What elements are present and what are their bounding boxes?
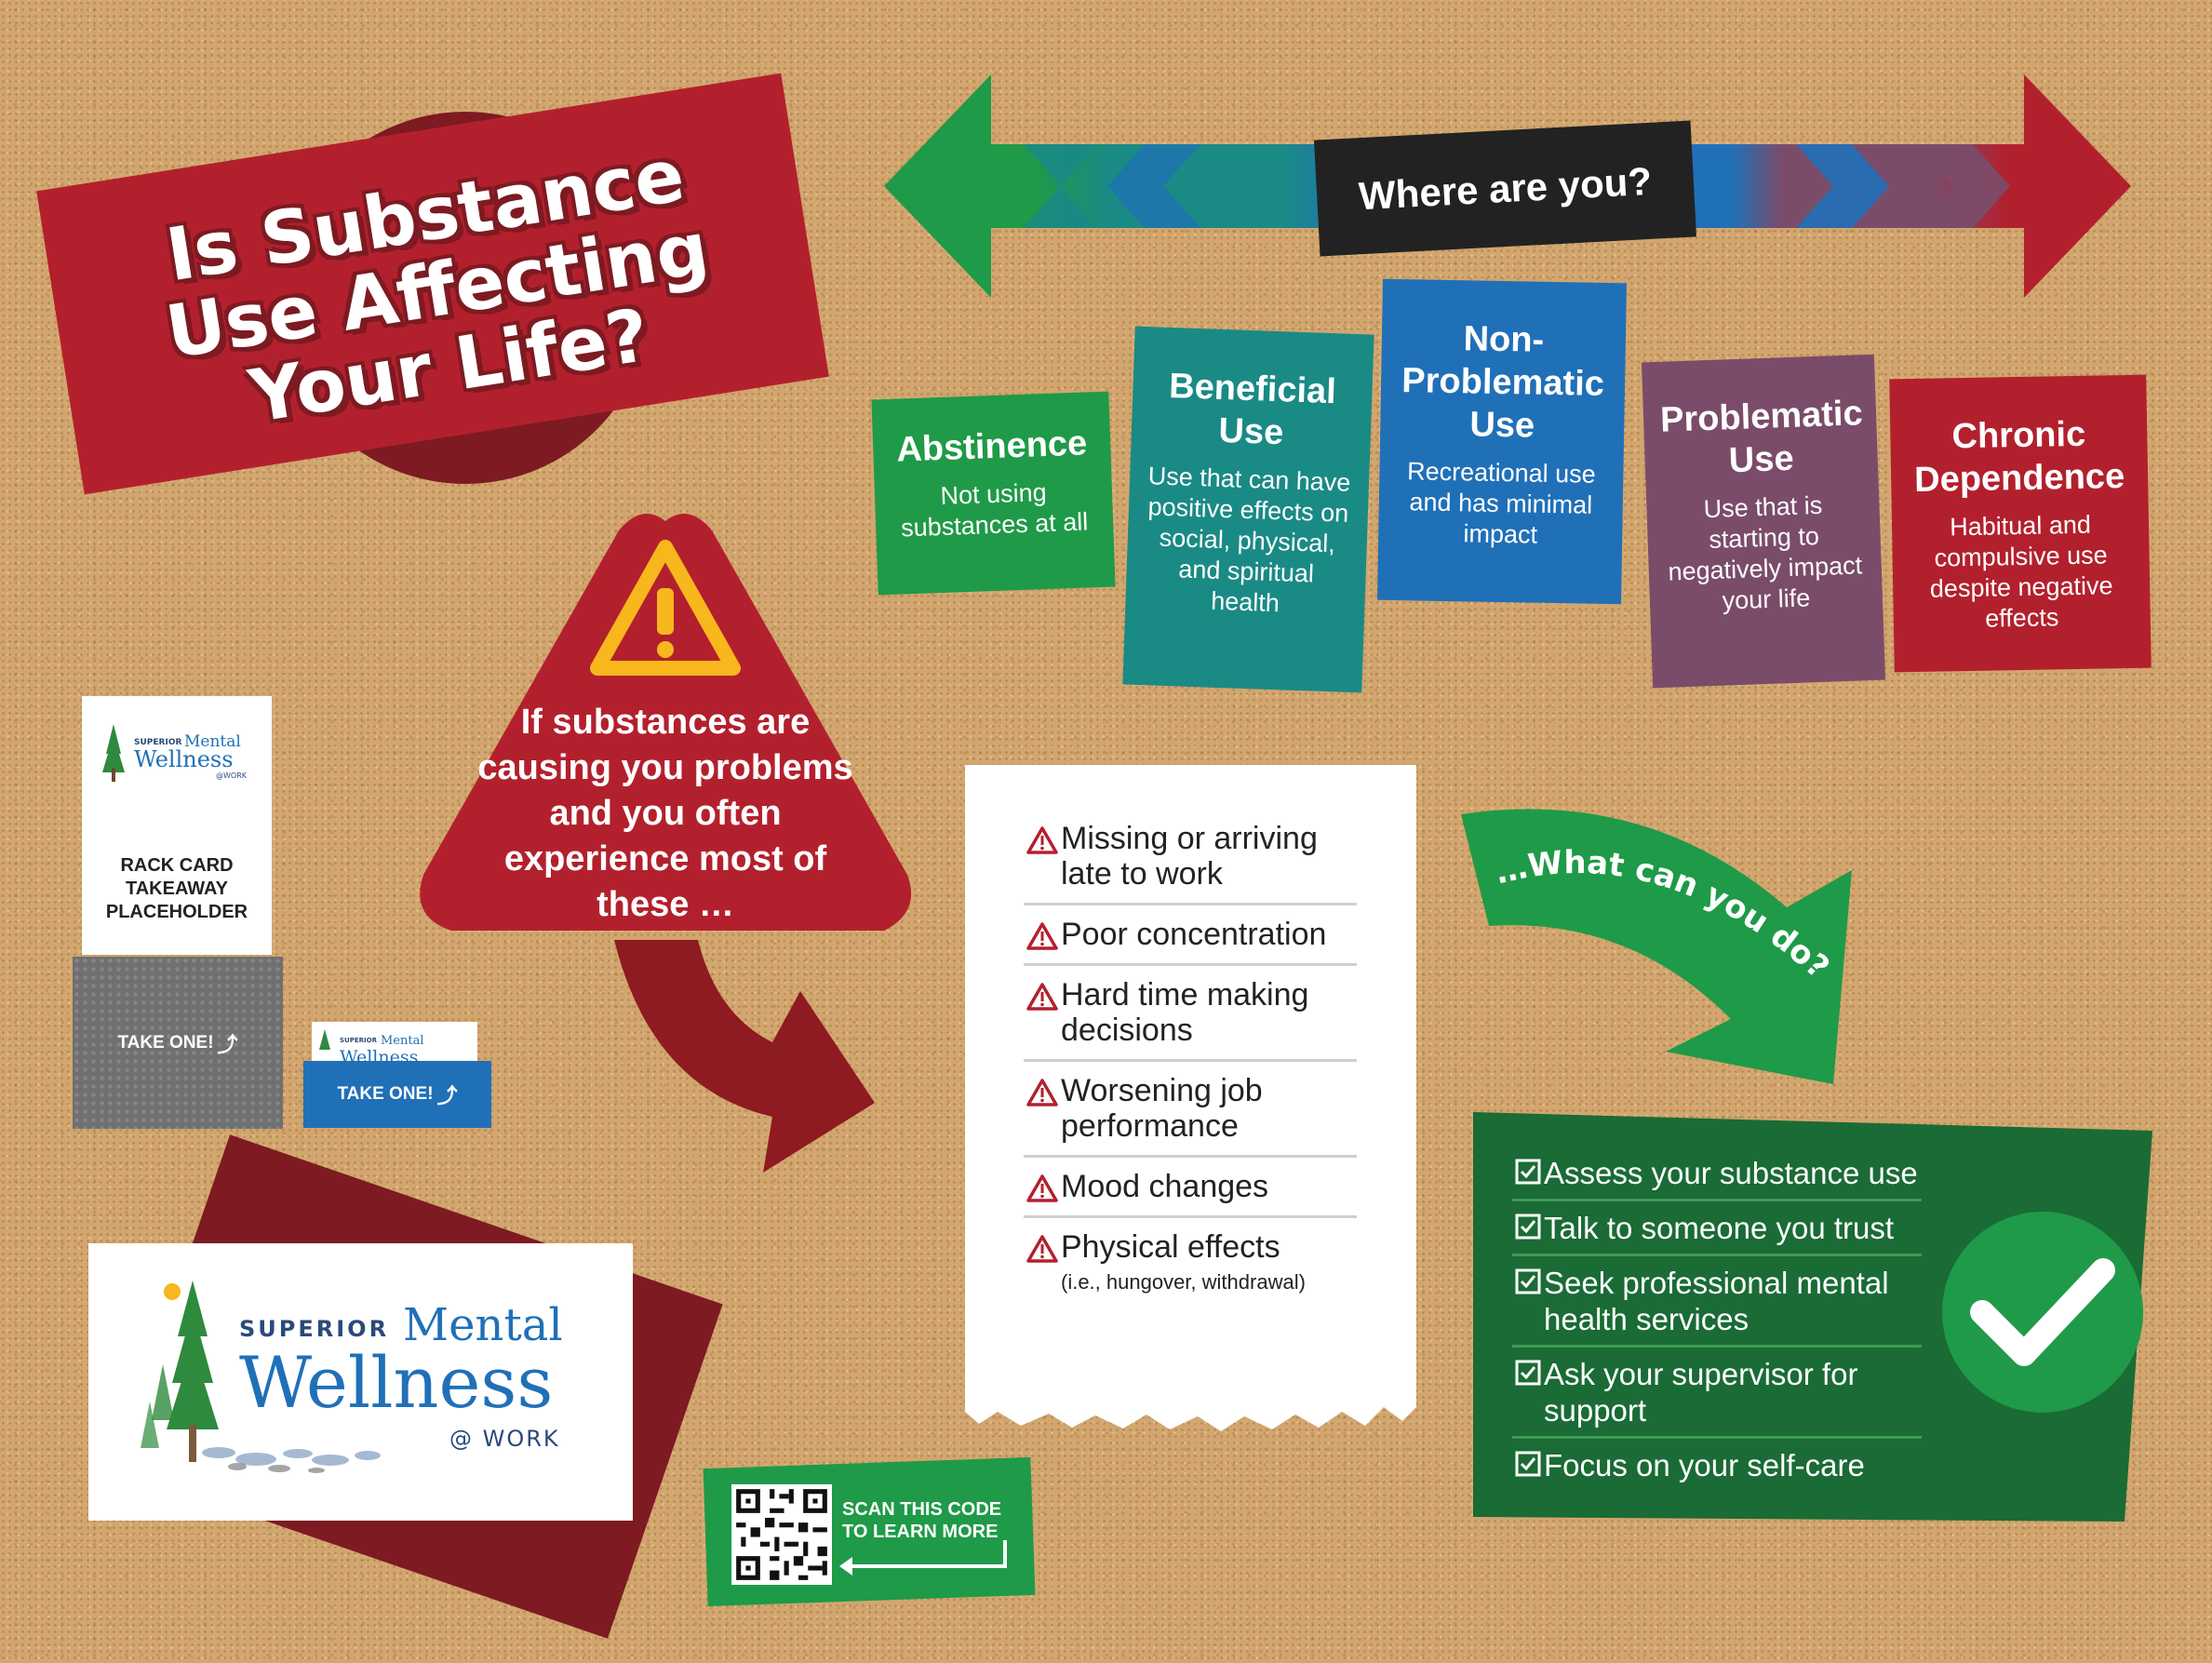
actions-panel	[1473, 1112, 2152, 1522]
symptom-label: Hard time making decisions	[1061, 977, 1309, 1048]
symptom-label: Physical effects	[1061, 1229, 1280, 1265]
action-label: Ask your supervisor for support	[1544, 1357, 1858, 1428]
warning-message: If substances are causing you problems a…	[477, 703, 853, 924]
svg-text:SUPERIOR: SUPERIOR	[134, 738, 181, 747]
symptom-note: (i.e., hungover, withdrawal)	[1061, 1270, 1306, 1294]
logo-superior-text: SUPERIOR	[239, 1316, 389, 1342]
what-can-you-do-label: …What can you do?	[1492, 844, 1836, 986]
action-label: Focus on your self-care	[1544, 1448, 1865, 1482]
stage-chronic-dependence: Chronic Dependence Habitual and compulsi…	[1889, 374, 2152, 673]
svg-text:Wellness: Wellness	[134, 746, 234, 772]
symptom-label: Poor concentration	[1061, 917, 1327, 952]
stage-title: Abstinence	[895, 423, 1088, 470]
list-item: Poor concentration	[1024, 905, 1357, 966]
stage-non-problematic-use: Non-Problematic Use Recreational use and…	[1377, 278, 1627, 605]
list-item: Hard time making decisions	[1024, 966, 1357, 1062]
stage-problematic-use: Problematic Use Use that is starting to …	[1641, 354, 1886, 689]
logo-mental-text: Mental	[403, 1299, 563, 1351]
svg-text:@WORK: @WORK	[216, 771, 248, 780]
list-item: Focus on your self-care	[1512, 1439, 1922, 1491]
warning-icon	[1026, 1079, 1058, 1106]
arrow-left-icon	[839, 1540, 1007, 1576]
stage-description: Use that can have positive effects on so…	[1147, 462, 1351, 618]
warning-triangle	[420, 514, 912, 931]
list-item: Seek professional mental health services	[1512, 1256, 1922, 1348]
action-checklist: Assess your substance use Talk to someon…	[1512, 1147, 1922, 1491]
list-item: Worsening job performance	[1024, 1062, 1357, 1158]
checkbox-checked-icon	[1515, 1159, 1541, 1185]
logo-wellness-text: Wellness	[239, 1341, 553, 1424]
stage-description: Use that is starting to negatively impac…	[1668, 490, 1863, 615]
warning-icon	[1026, 922, 1058, 950]
take-one-pocket-grey[interactable]: TAKE ONE! ⤴	[73, 957, 283, 1129]
action-label: Assess your substance use	[1544, 1156, 1918, 1190]
checkbox-checked-icon	[1515, 1360, 1541, 1386]
curved-green-arrow	[1461, 809, 1852, 1084]
list-item: Physical effects (i.e., hungover, withdr…	[1024, 1218, 1357, 1308]
checkmark-circle-icon	[1942, 1212, 2143, 1413]
stage-title: Problematic Use	[1659, 394, 1864, 481]
action-label: Talk to someone you trust	[1544, 1211, 1895, 1245]
arrow-up-icon: ⤴	[436, 1084, 458, 1107]
what-can-you-do-text: …What can you do?	[1492, 844, 1836, 986]
symptom-label: Missing or arriving late to work	[1061, 821, 1318, 892]
warning-icon	[1026, 1174, 1058, 1202]
stage-title: Chronic Dependence	[1913, 414, 2125, 500]
symptom-list: Missing or arriving late to work Poor co…	[1024, 810, 1357, 1308]
small-rack-card: SUPERIOR Mental Wellness	[312, 1022, 477, 1066]
superior-mental-wellness-logo-card: SUPERIOR Mental Wellness @ WORK	[88, 1243, 633, 1521]
rack-card-logo: SUPERIOR Mental Wellness @WORK	[102, 724, 248, 782]
svg-text:…What can you do?: …What can you do?	[1492, 844, 1836, 986]
checkbox-checked-icon	[1515, 1451, 1541, 1477]
stage-title: Beneficial Use	[1168, 366, 1337, 453]
where-are-you-label: Where are you?	[1314, 120, 1696, 257]
list-item: Assess your substance use	[1512, 1147, 1922, 1201]
svg-text:Mental: Mental	[381, 1034, 424, 1048]
stage-description: Not using substances at all	[900, 478, 1089, 543]
rack-card-placeholder-text: RACK CARD TAKEAWAY PLACEHOLDER	[105, 855, 248, 922]
take-one-pocket-blue[interactable]: TAKE ONE! ⤴	[303, 1061, 491, 1128]
symptom-paper-card	[965, 765, 1416, 1431]
list-item: Ask your supervisor for support	[1512, 1348, 1922, 1439]
arrow-up-icon: ⤴	[217, 1032, 238, 1056]
where-are-you-text: Where are you?	[1357, 158, 1654, 218]
superior-mental-wellness-logo: SUPERIOR Mental Wellness @ WORK	[141, 1281, 563, 1473]
symptom-label: Mood changes	[1061, 1169, 1269, 1204]
list-item: Mood changes	[1024, 1158, 1357, 1218]
warning-icon	[1026, 1235, 1058, 1263]
svg-text:Mental: Mental	[184, 732, 241, 751]
list-item: Missing or arriving late to work	[1024, 810, 1357, 905]
logo-at-work-text: @ WORK	[449, 1426, 560, 1452]
warning-icon	[1026, 983, 1058, 1011]
svg-text:SUPERIOR: SUPERIOR	[340, 1037, 378, 1044]
stage-beneficial-use: Beneficial Use Use that can have positiv…	[1122, 326, 1374, 693]
warning-icon	[590, 540, 741, 676]
checkbox-checked-icon	[1515, 1268, 1541, 1294]
stage-description: Habitual and compulsive use despite nega…	[1929, 510, 2113, 633]
symptom-label: Worsening job performance	[1061, 1073, 1263, 1144]
take-one-label: TAKE ONE!	[337, 1084, 434, 1104]
qr-scan-label: SCAN THIS CODE TO LEARN MORE	[842, 1499, 1002, 1542]
warning-icon	[1026, 826, 1058, 854]
list-item: Talk to someone you trust	[1512, 1201, 1922, 1256]
stage-title: Non-Problematic Use	[1401, 319, 1605, 446]
stage-description: Recreational use and has minimal impact	[1406, 457, 1596, 549]
curved-red-arrow	[614, 940, 875, 1173]
take-one-label: TAKE ONE!	[117, 1032, 214, 1053]
action-label: Seek professional mental health services	[1544, 1266, 1889, 1336]
qr-code-icon[interactable]	[731, 1484, 832, 1585]
checkbox-checked-icon	[1515, 1214, 1541, 1240]
